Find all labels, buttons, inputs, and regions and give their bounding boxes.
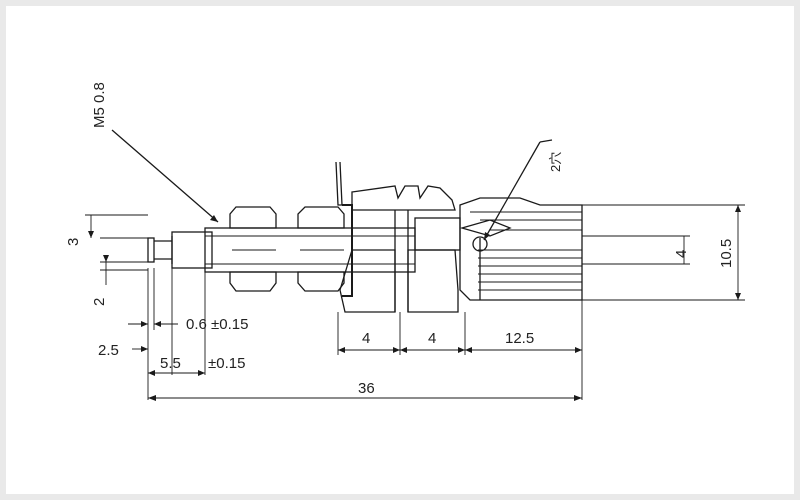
terminal-body [147, 161, 583, 313]
dim-3: 3 [65, 238, 82, 246]
insulator-left [339, 249, 396, 313]
drawing-frame [6, 6, 794, 494]
dim-12-5: 12.5 [505, 330, 534, 347]
dimension-lines [85, 204, 745, 401]
dim-0-6: 0.6 ±0.15 [186, 316, 248, 333]
pin-tip [147, 237, 155, 263]
shaft [171, 231, 213, 269]
dim-4-left: 4 [362, 330, 370, 347]
solder-lug [335, 161, 343, 206]
dim-4-mid: 4 [428, 330, 436, 347]
cross-hole [472, 236, 488, 252]
hole-label: 2穴 [548, 152, 563, 172]
dim-2-5: 2.5 [98, 342, 119, 359]
thread-label: M5 0.8 [91, 82, 108, 128]
dim-36: 36 [358, 380, 375, 397]
insulator-top [351, 185, 456, 211]
dim-4-right: 4 [673, 250, 690, 258]
dim-2: 2 [91, 298, 108, 306]
nut-2 [297, 206, 345, 292]
leader-lines [111, 129, 553, 241]
dim-5-5: 5.5 [160, 355, 181, 372]
nut-1 [229, 206, 277, 292]
dim-tolerance: ±0.15 [208, 355, 245, 372]
terminal-head [459, 197, 583, 301]
dim-10-5: 10.5 [718, 239, 735, 268]
